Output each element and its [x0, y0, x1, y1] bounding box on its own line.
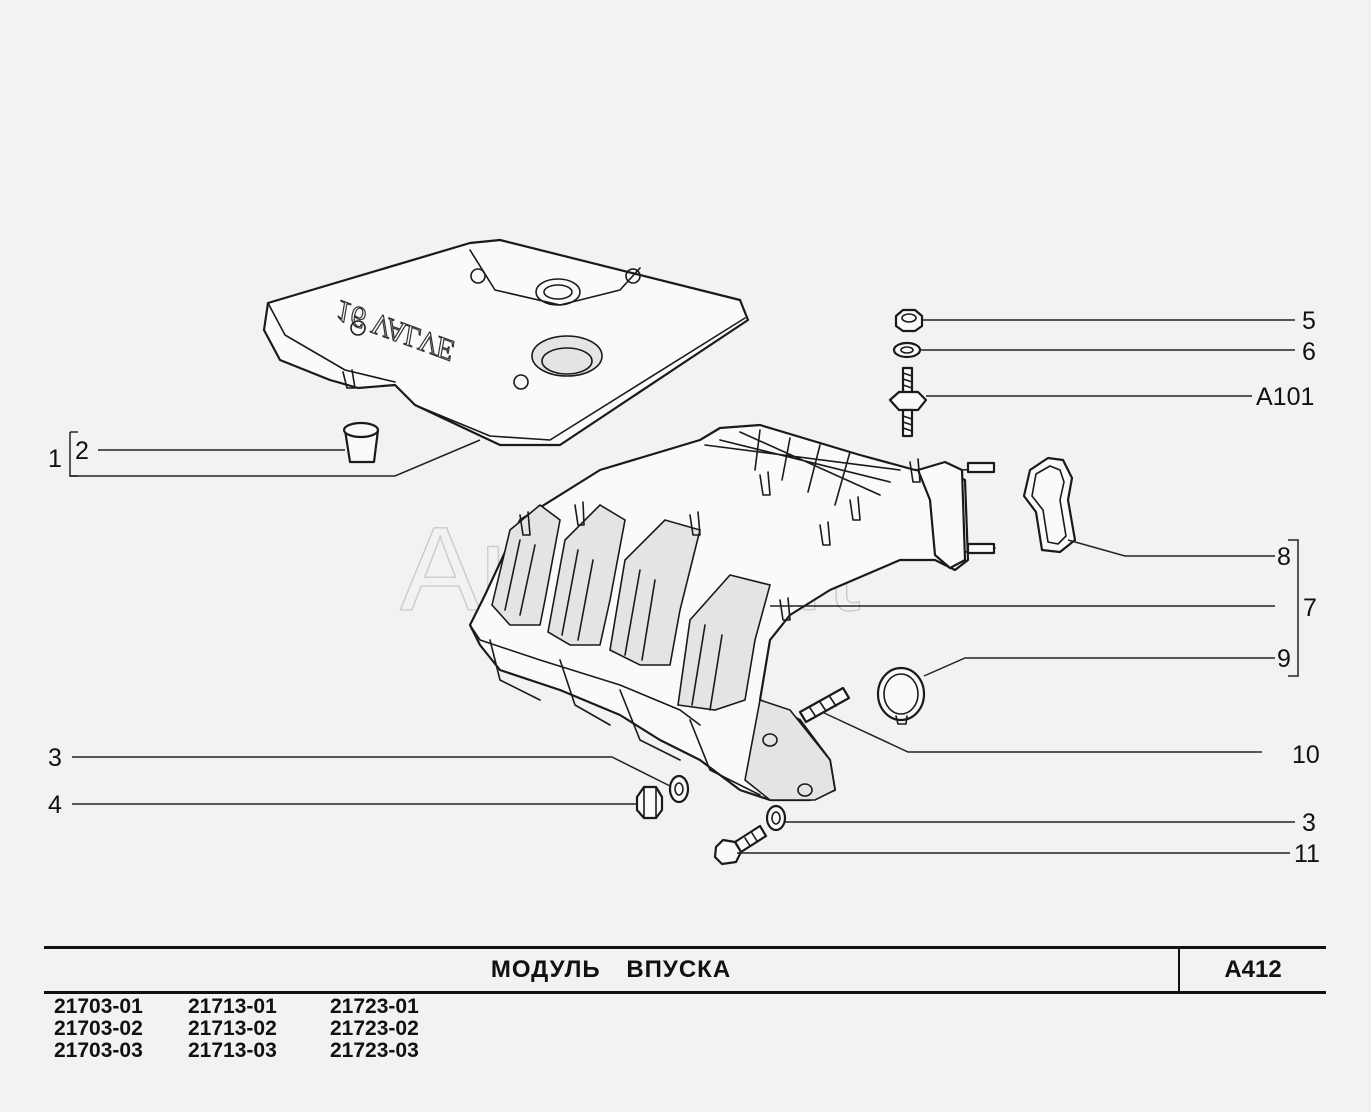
nut-5-drawing	[894, 308, 924, 333]
callout-10: 10	[1292, 741, 1320, 769]
washer-3-right-drawing	[765, 804, 787, 832]
intake-manifold-drawing	[468, 423, 996, 802]
model-code: 21723-03	[330, 1039, 419, 1062]
callout-5: 5	[1302, 307, 1316, 335]
callout-6: 6	[1302, 338, 1316, 366]
model-code: 21713-03	[188, 1039, 277, 1062]
nut-4-drawing	[635, 785, 664, 820]
callout-8: 8	[1277, 543, 1291, 571]
bolt-11-drawing	[713, 824, 768, 866]
stud-10-drawing	[798, 686, 851, 724]
drawing-code: A412	[1224, 956, 1282, 983]
o-ring-9-drawing	[876, 666, 926, 725]
drawing-title: МОДУЛЬ ВПУСКА	[44, 949, 1180, 991]
callout-3-right: 3	[1302, 809, 1316, 837]
callout-a101: A101	[1256, 383, 1314, 411]
gasket-8-drawing	[1022, 456, 1077, 554]
model-code: 21703-02	[54, 1017, 143, 1040]
engine-cover-drawing: 16 VALVE	[262, 238, 750, 447]
washer-3-left-drawing	[668, 774, 690, 804]
model-code: 21703-01	[54, 995, 143, 1018]
callout-11: 11	[1294, 840, 1320, 868]
stud-a101-drawing	[888, 366, 928, 438]
callout-1: 1	[48, 445, 62, 473]
callout-2: 2	[75, 437, 89, 465]
callout-3-left: 3	[48, 744, 62, 772]
model-code: 21723-02	[330, 1017, 419, 1040]
title-row: МОДУЛЬ ВПУСКА A412	[44, 946, 1326, 994]
model-list: 21703-01 21713-01 21723-01 21703-02 2171…	[54, 996, 464, 1062]
parts-diagram: AutoSoft 16 VALVE	[48, 238, 1320, 868]
callout-4: 4	[48, 791, 62, 819]
model-code: 21713-02	[188, 1017, 277, 1040]
model-code: 21703-03	[54, 1039, 143, 1062]
washer-6-drawing	[892, 341, 922, 359]
model-code: 21723-01	[330, 995, 419, 1018]
callout-9: 9	[1277, 645, 1291, 673]
model-code: 21713-01	[188, 995, 277, 1018]
leader-lines	[69, 319, 1299, 854]
callout-7: 7	[1303, 594, 1317, 622]
title-block: МОДУЛЬ ВПУСКА A412 21703-01 21713-01 217…	[44, 946, 1326, 1062]
bushing-drawing	[342, 421, 380, 464]
